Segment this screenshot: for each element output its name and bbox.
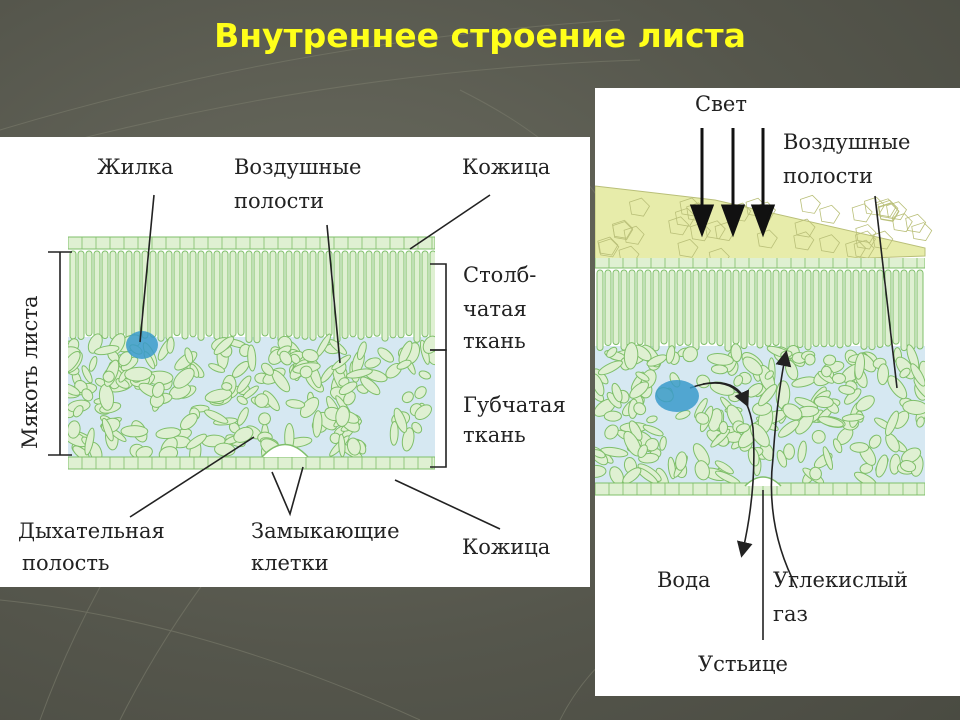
leaf-cross-section-panel: Жилка Воздушные полости Кожица Столб- ча… bbox=[0, 137, 590, 587]
co2-path bbox=[770, 350, 798, 589]
label-co2-line1: Углекислый bbox=[773, 568, 908, 592]
label-air-cavities-line2: полости bbox=[783, 164, 873, 188]
air-cavity-pointer bbox=[326, 224, 341, 364]
label-light: Свет bbox=[695, 92, 747, 116]
guard-cells-pointer bbox=[271, 466, 304, 517]
photosynthesis-panel: Свет Воздушные полости Вода Углекислый г… bbox=[595, 88, 960, 696]
vein-bundle bbox=[655, 380, 699, 412]
label-respiratory-line1: Дыхательная bbox=[18, 519, 165, 543]
label-palisade-line2: чатая bbox=[463, 297, 527, 321]
label-epidermis-top: Кожица bbox=[462, 155, 551, 179]
label-stoma: Устьице bbox=[698, 652, 788, 676]
label-guard-cells-line2: клетки bbox=[251, 551, 329, 575]
epidermis-bottom-pointer bbox=[394, 479, 501, 530]
label-air-cavities-line1: Воздушные bbox=[234, 155, 362, 179]
page-title: Внутреннее строение листа bbox=[214, 16, 746, 55]
label-air-cavities-line2: полости bbox=[234, 189, 324, 213]
label-mesophyll: Мякоть листа bbox=[18, 295, 42, 449]
label-water: Вода bbox=[657, 568, 711, 592]
epidermis-top-pointer bbox=[409, 194, 491, 250]
mesophyll-bracket bbox=[48, 251, 72, 456]
label-respiratory-line2: полость bbox=[22, 551, 110, 575]
leaf-gas-exchange-diagram bbox=[595, 128, 933, 640]
label-palisade-line1: Столб- bbox=[463, 263, 537, 287]
label-palisade-line3: ткань bbox=[463, 329, 526, 353]
leaf-cross-section-diagram bbox=[48, 194, 501, 530]
label-guard-cells-line1: Замыкающие bbox=[251, 519, 400, 543]
vein-pointer bbox=[139, 194, 155, 343]
label-spongy-line2: ткань bbox=[463, 423, 526, 447]
light-arrows bbox=[689, 128, 776, 238]
air-cavity-pointer bbox=[874, 195, 898, 389]
label-air-cavities-line1: Воздушные bbox=[783, 130, 911, 154]
spongy-bracket bbox=[430, 349, 447, 468]
label-epidermis-bottom: Кожица bbox=[462, 535, 551, 559]
label-vein: Жилка bbox=[97, 155, 174, 179]
respiratory-pointer bbox=[129, 436, 255, 518]
co2-out-path bbox=[702, 381, 749, 408]
label-spongy-line1: Губчатая bbox=[463, 393, 566, 417]
label-co2-line2: газ bbox=[773, 602, 808, 626]
